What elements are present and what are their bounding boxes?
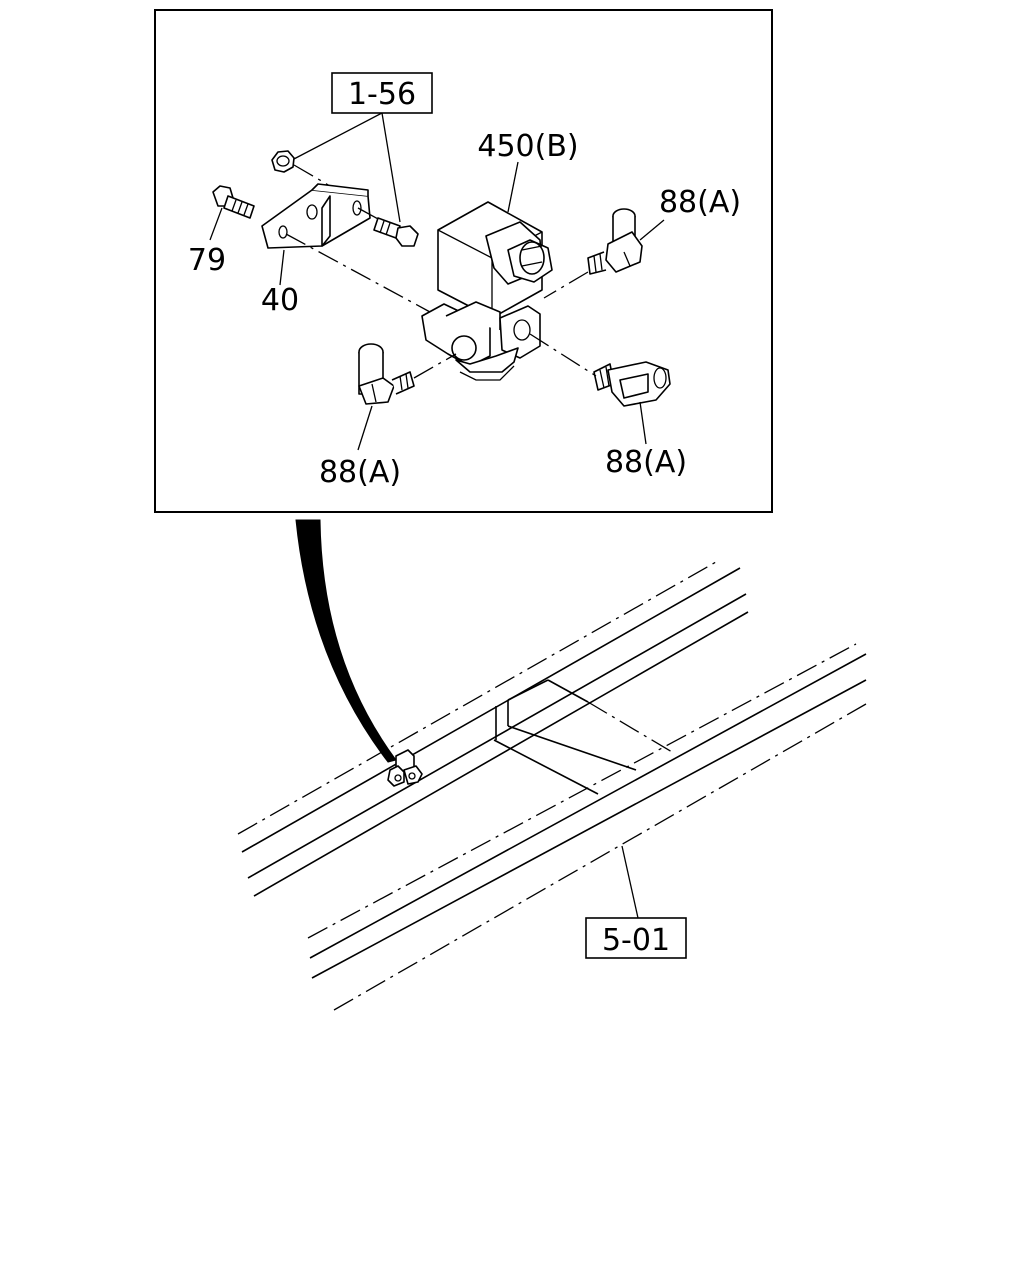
leader-40 [279,249,285,286]
detail-pointer-arrow [295,519,397,763]
leader-79 [209,207,223,241]
part-label-450b[interactable]: 450(B) [477,129,578,164]
reference-label-5-01: 5-01 [602,923,670,958]
leader-1-56-to-bolt [381,112,401,223]
flange-bolt-icon-79 [212,185,255,219]
leader-88a-right [639,401,647,445]
elbow-fitting-icon-88a-top [587,208,643,275]
elbow-fitting-icon-88a-left [358,343,415,405]
bracket-icon-40 [261,183,371,249]
fitting-left-centerline [413,353,457,379]
reference-box-1-56[interactable]: 1-56 [331,72,433,114]
part-label-40[interactable]: 40 [261,283,299,318]
part-label-88a-right[interactable]: 88(A) [605,445,687,480]
leader-1-56-to-nut [291,112,383,161]
reference-label-1-56: 1-56 [348,77,416,112]
bracket-valve-centerline [285,233,431,313]
nut-centerline [293,164,331,187]
fitting-top-centerline [543,271,589,299]
bolt-centerline [357,207,381,221]
part-label-88a-left[interactable]: 88(A) [319,455,401,490]
chassis-frame [237,561,867,1011]
leader-88a-left [357,405,373,451]
leader-450b [507,161,519,213]
part-label-79[interactable]: 79 [188,243,226,278]
fitting-right-centerline [529,333,597,377]
reference-box-5-01[interactable]: 5-01 [585,917,687,959]
hex-nut-icon [271,150,295,173]
part-label-88a-top[interactable]: 88(A) [659,185,741,220]
valve-location-icon [387,749,423,787]
elbow-fitting-icon-88a-right [593,361,671,407]
bolt-icon [373,217,419,247]
leader-88a-top [639,219,665,241]
leader-5-01 [621,845,639,919]
solenoid-valve-icon-450b [421,201,553,381]
